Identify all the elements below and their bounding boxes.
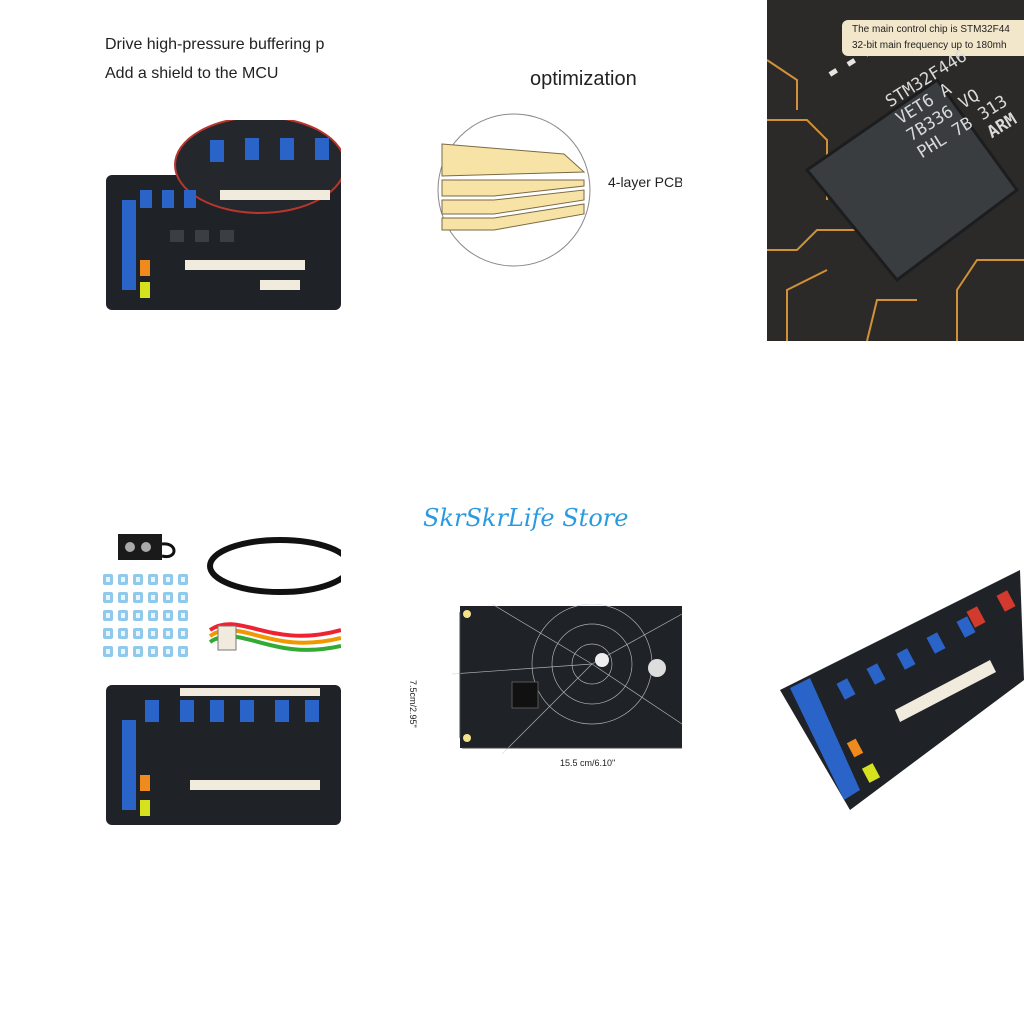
- chip-caption: The main control chip is STM32F44 32-bit…: [842, 20, 1024, 56]
- width-label: 15.5 cm/6.10": [560, 758, 616, 768]
- chip-caption-line1: The main control chip is STM32F44: [852, 24, 1010, 35]
- board-back-image: [452, 604, 682, 754]
- board-image: [106, 120, 341, 310]
- tile-mcu-chip: The main control chip is STM32F44 32-bit…: [767, 0, 1024, 341]
- shield-heading-line2: Add a shield to the MCU: [105, 65, 279, 82]
- height-label: 7.5cm/2.95": [410, 680, 418, 728]
- tile-accessories: [100, 530, 341, 830]
- angled-board-image: [780, 570, 1024, 810]
- dimension-lines: [459, 612, 682, 749]
- accessories-image: [106, 534, 341, 825]
- tile-angled-board: [770, 560, 1024, 820]
- optimization-heading: optimization: [530, 68, 637, 90]
- tile-dimensions: SkrSkrLife Store 7.5cm/2.95" 15.5 cm/6.1…: [410, 500, 700, 780]
- pcb-layers-icon: [437, 113, 591, 267]
- tile-pcb-optimization: optimization 4-layer PCB: [430, 60, 682, 280]
- chip-caption-line2: 32-bit main frequency up to 180mh: [852, 40, 1007, 51]
- layer-count-label: 4-layer PCB: [608, 174, 682, 190]
- store-name[interactable]: SkrSkrLife Store: [423, 504, 629, 532]
- tile-shield-board: Drive high-pressure buffering p Add a sh…: [100, 30, 341, 320]
- jumper-grid: [100, 574, 190, 669]
- shield-heading-line1: Drive high-pressure buffering p: [105, 36, 325, 53]
